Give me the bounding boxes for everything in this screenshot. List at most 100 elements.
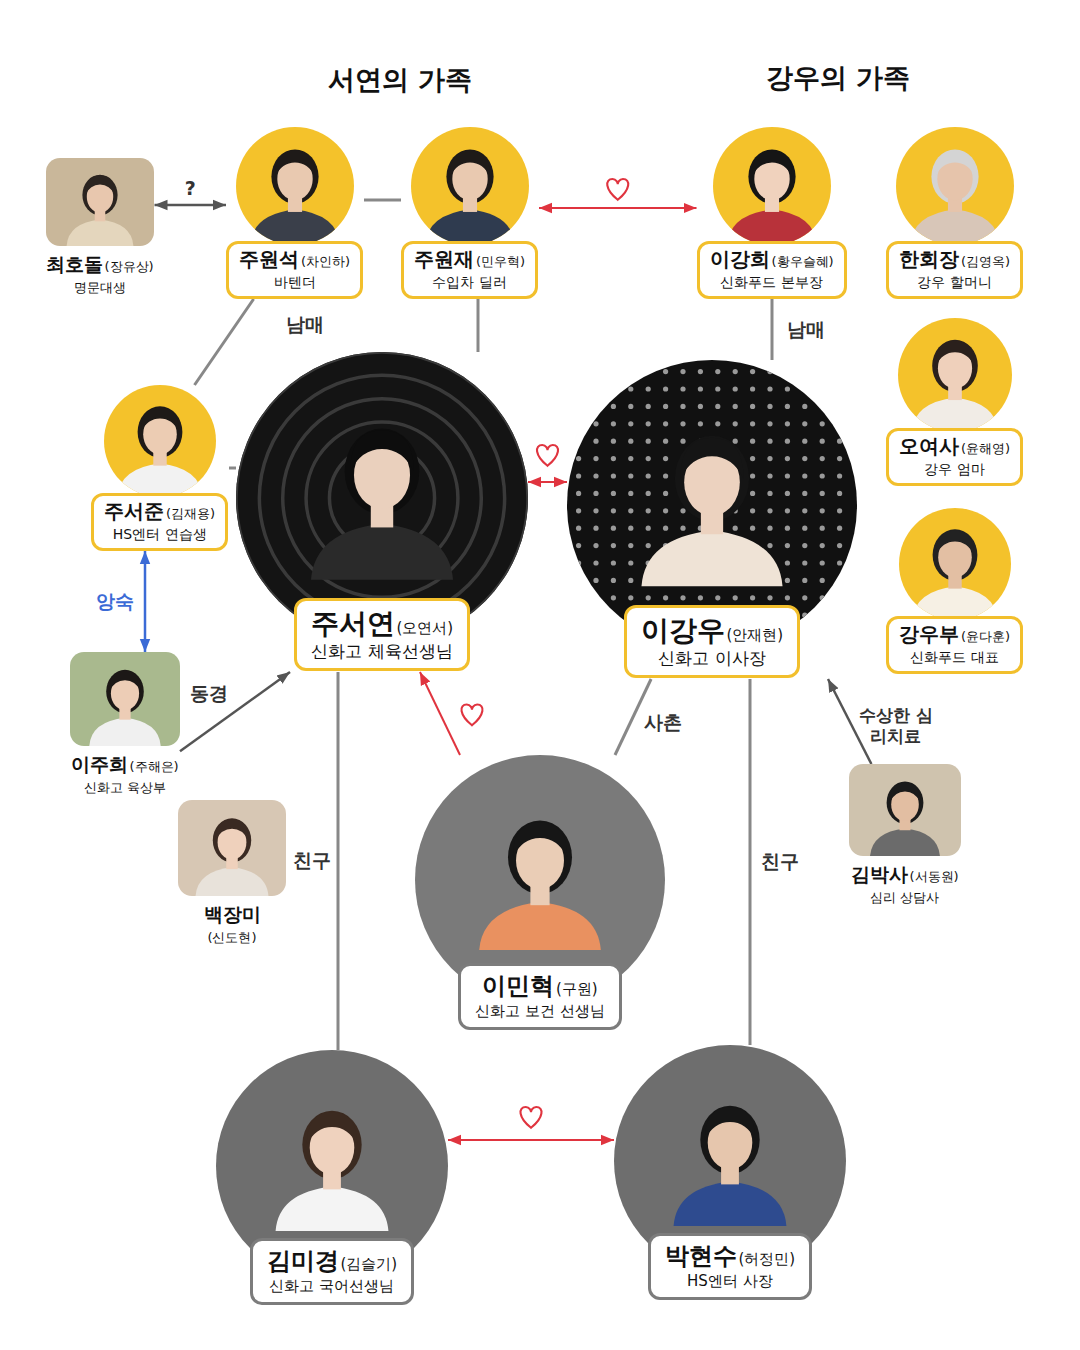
hair-top — [889, 782, 920, 802]
dot-pattern — [802, 560, 807, 565]
role-line: 심리 상담사 — [851, 887, 959, 908]
name-caption: 백장미(신도현) — [204, 902, 261, 948]
character-node: 이주희(주해은)신화고 육상부 — [70, 652, 180, 798]
portrait-person — [641, 436, 782, 586]
dot-pattern — [576, 595, 581, 600]
character-node: 김미경(김슬기)신화고 국어선생님 — [216, 1050, 448, 1305]
character-name: 김미경 — [267, 1247, 339, 1275]
portrait — [899, 508, 1011, 620]
dot-pattern — [837, 369, 842, 374]
dot-pattern — [785, 421, 790, 426]
dot-pattern — [611, 456, 616, 461]
name-line: 박현수(허정민) — [665, 1241, 796, 1271]
hair-top — [936, 530, 974, 555]
relation-line — [195, 299, 254, 385]
character-node: 주원재(민우혁)수입차 딜러 — [401, 127, 539, 299]
role-line: 바텐더 — [239, 272, 350, 292]
ring-pattern — [259, 375, 504, 620]
dot-pattern — [680, 421, 685, 426]
dot-pattern — [715, 369, 720, 374]
portrait-person — [425, 149, 515, 245]
dot-pattern — [802, 508, 807, 513]
hair-top — [936, 341, 975, 366]
dot-pattern — [802, 369, 807, 374]
actor-name: (차인하) — [301, 254, 350, 269]
role-line: 신화고 국어선생님 — [267, 1276, 398, 1296]
portrait-figure — [896, 127, 1014, 245]
role-line: 신화고 체육선생님 — [311, 641, 454, 662]
character-name: 이주희 — [71, 753, 128, 775]
portrait — [411, 127, 529, 245]
character-name: 박현수 — [665, 1242, 737, 1270]
relation-label: ? — [185, 177, 196, 199]
dot-pattern — [646, 595, 651, 600]
dot-pattern — [820, 543, 825, 548]
dot-pattern — [715, 595, 720, 600]
dot-pattern — [628, 543, 633, 548]
dot-pattern — [593, 491, 598, 496]
relation-label: 친구 — [761, 849, 799, 875]
character-role: HS엔터 사장 — [687, 1272, 773, 1290]
dot-pattern — [767, 526, 772, 531]
dot-pattern — [576, 456, 581, 461]
dot-pattern — [802, 421, 807, 426]
dot-pattern — [576, 421, 581, 426]
dot-pattern — [593, 578, 598, 583]
ring-pattern — [283, 399, 482, 598]
dot-pattern — [663, 508, 668, 513]
dot-pattern — [820, 456, 825, 461]
dot-pattern — [802, 526, 807, 531]
hair-back — [446, 149, 493, 203]
portrait-person — [196, 818, 269, 896]
dot-pattern — [593, 613, 598, 618]
dot-pattern — [593, 560, 598, 565]
shoulders — [727, 210, 817, 245]
name-line: 이민혁(구원) — [475, 971, 605, 1001]
hair-top — [935, 151, 975, 177]
character-node: 주서연(오연서)신화고 체육선생님 — [236, 352, 528, 672]
dot-pattern — [802, 630, 807, 635]
dot-pattern — [767, 369, 772, 374]
dot-pattern — [837, 613, 842, 618]
dot-pattern — [820, 369, 825, 374]
dot-pattern — [663, 421, 668, 426]
dot-pattern — [820, 491, 825, 496]
hair-back — [700, 1106, 759, 1174]
hair-back — [748, 149, 795, 203]
shoulders — [89, 718, 160, 746]
dot-pattern — [663, 439, 668, 444]
character-name: 최호돌 — [46, 253, 103, 275]
character-node: 주서준(김재용)HS엔터 연습생 — [91, 385, 229, 551]
dot-pattern — [733, 386, 738, 391]
dot-pattern — [715, 404, 720, 409]
dot-pattern — [785, 491, 790, 496]
dot-pattern — [628, 578, 633, 583]
actor-line: (신도현) — [204, 927, 261, 948]
character-name: 이강우 — [641, 614, 725, 647]
dot-pattern — [611, 630, 616, 635]
role-line: 수입차 딜러 — [414, 272, 525, 292]
dot-pattern — [576, 630, 581, 635]
name-card: 주원석(차인하)바텐더 — [226, 241, 363, 299]
dot-pattern — [611, 404, 616, 409]
portrait-person — [117, 406, 202, 497]
dot-pattern — [680, 508, 685, 513]
hair-back — [213, 818, 251, 862]
dot-pattern — [785, 578, 790, 583]
hair-back — [271, 149, 318, 203]
dot-pattern — [785, 526, 790, 531]
dot-pattern — [628, 560, 633, 565]
character-node: 이강우(안재현)신화고 이사장 — [567, 360, 857, 679]
portrait-figure — [411, 127, 529, 245]
dot-pattern — [802, 578, 807, 583]
character-node: 이민혁(구원)신화고 보건 선생님 — [415, 755, 665, 1030]
character-node: 김박사(서동원)심리 상담사 — [849, 764, 961, 908]
portrait — [178, 800, 286, 896]
portrait-figure — [236, 127, 354, 245]
dot-pattern — [820, 404, 825, 409]
dot-pattern — [611, 439, 616, 444]
actor-name: (황우슬혜) — [772, 254, 834, 269]
portrait — [849, 764, 961, 856]
character-node: 박현수(허정민)HS엔터 사장 — [614, 1045, 846, 1300]
dot-pattern — [802, 456, 807, 461]
